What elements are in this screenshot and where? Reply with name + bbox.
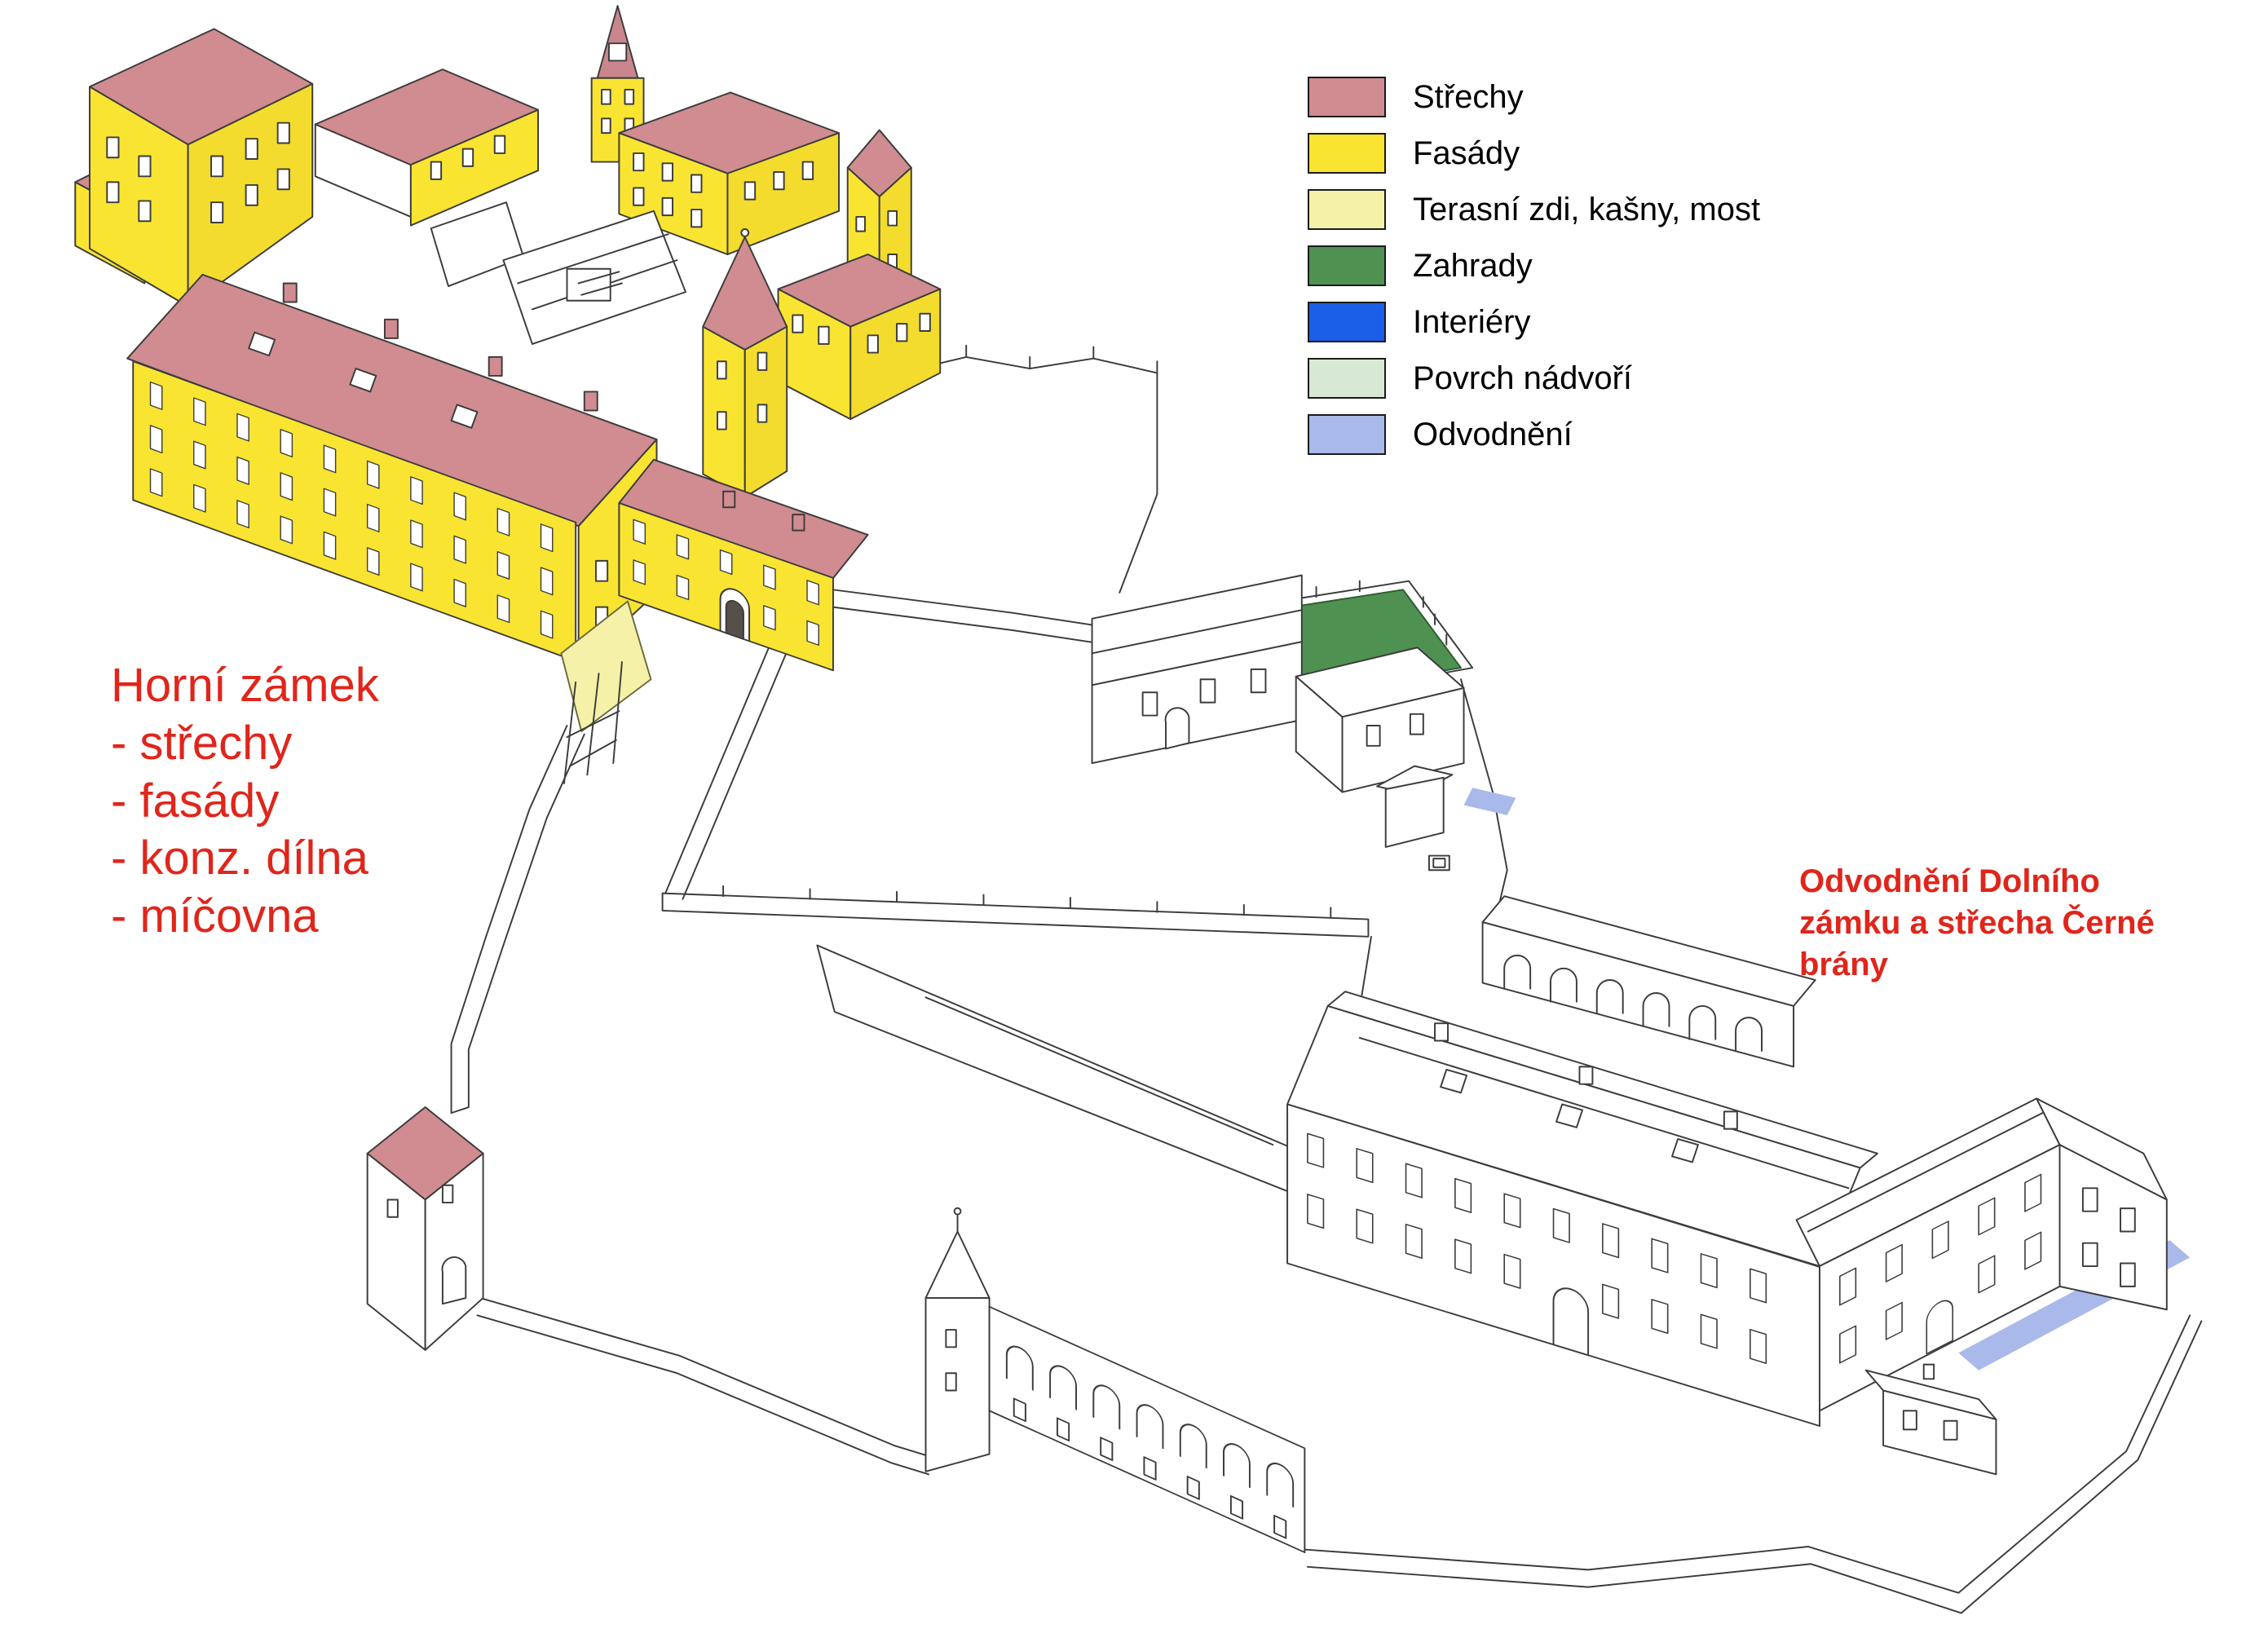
fortification-walls	[450, 344, 2203, 1614]
annotation-lower-castle-line: brány	[1799, 947, 1888, 983]
legend-item-odvodneni: Odvodnění	[1308, 414, 1760, 455]
legend-swatch-povrch-nadvori	[1308, 358, 1386, 399]
north-range-building	[1481, 895, 1816, 1068]
legend-label-fasady: Fasády	[1413, 135, 1520, 171]
legend-item-interiery: Interiéry	[1308, 302, 1760, 342]
legend-label-interiery: Interiéry	[1413, 303, 1531, 340]
annotation-upper-castle-item: - fasády	[111, 774, 280, 828]
annotation-upper-castle-heading: Horní zámek	[111, 659, 379, 712]
garden-court-buildings	[1091, 574, 1474, 872]
legend-label-strechy: Střechy	[1413, 78, 1524, 115]
lower-castle	[1286, 991, 2168, 1476]
upper-castle	[74, 5, 942, 784]
legend-label-terasni-zdi: Terasní zdi, kašny, most	[1413, 191, 1761, 227]
legend-item-fasady: Fasády	[1308, 133, 1760, 174]
west-bastion-tower	[366, 1106, 484, 1351]
legend-swatch-interiery	[1308, 302, 1386, 342]
arcade-terrace	[924, 1207, 1306, 1554]
legend-swatch-strechy	[1308, 77, 1386, 117]
legend-label-odvodneni: Odvodnění	[1413, 416, 1573, 452]
legend-swatch-fasady	[1308, 133, 1386, 174]
legend-item-povrch-nadvori: Povrch nádvoří	[1308, 358, 1760, 399]
annotation-lower-castle-line: zámku a střecha Černé	[1799, 905, 2155, 942]
legend-item-strechy: Střechy	[1308, 77, 1760, 117]
legend-swatch-zahrady	[1308, 245, 1386, 286]
legend-label-povrch-nadvori: Povrch nádvoří	[1413, 360, 1633, 396]
legend-swatch-odvodneni	[1308, 414, 1386, 455]
legend-item-terasni-zdi: Terasní zdi, kašny, most	[1308, 189, 1760, 230]
annotation-upper-castle: Horní zámek - střechy - fasády - konz. d…	[111, 657, 379, 946]
annotation-lower-castle-drainage: Odvodnění Dolního zámku a střecha Černé …	[1799, 861, 2155, 987]
legend: Střechy Fasády Terasní zdi, kašny, most …	[1308, 77, 1760, 470]
annotation-lower-castle-line: Odvodnění Dolního	[1799, 863, 2100, 899]
annotation-upper-castle-item: - konz. dílna	[111, 832, 368, 885]
annotation-upper-castle-item: - střechy	[111, 716, 293, 770]
legend-item-zahrady: Zahrady	[1308, 245, 1760, 286]
annotation-upper-castle-item: - míčovna	[111, 889, 319, 942]
legend-label-zahrady: Zahrady	[1413, 247, 1533, 284]
legend-swatch-terasni-zdi	[1308, 189, 1386, 230]
